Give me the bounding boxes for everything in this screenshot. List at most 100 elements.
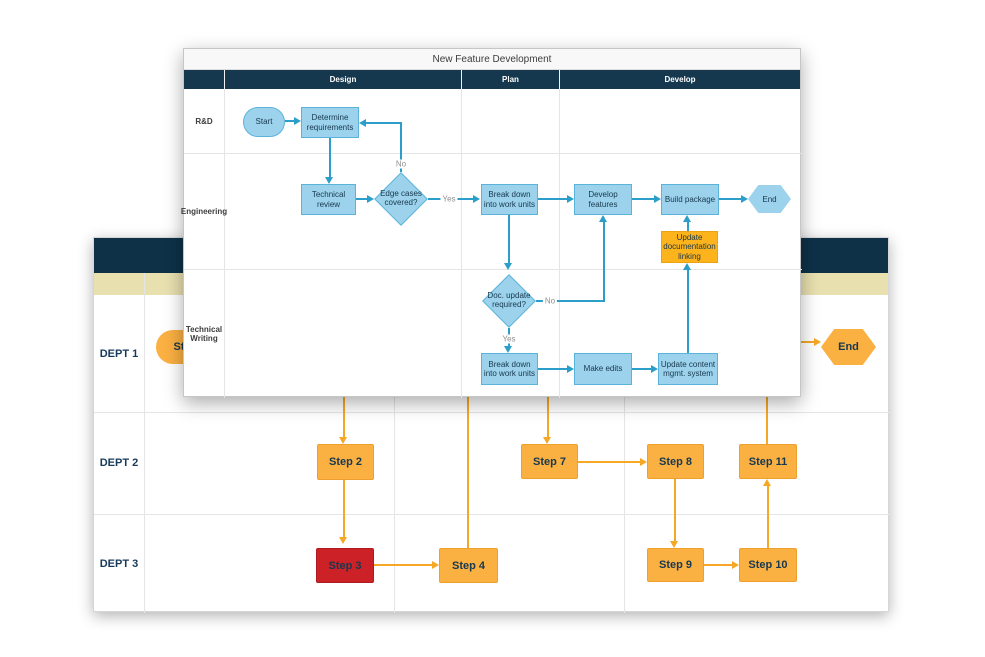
flow-node-determine-requirements[interactable]: Determine requirements <box>301 107 359 138</box>
arrowhead <box>367 194 374 203</box>
connector <box>400 123 402 172</box>
connector <box>538 368 567 370</box>
flow-node-technical-review[interactable]: Technical review <box>301 184 356 215</box>
flow-node-step2[interactable]: Step 2 <box>317 444 374 480</box>
flow-node-step11[interactable]: Step 11 <box>739 444 797 479</box>
flow-node-step9[interactable]: Step 9 <box>647 548 704 582</box>
gridline <box>224 89 225 398</box>
flow-node-step8[interactable]: Step 8 <box>647 444 704 479</box>
connector <box>603 222 605 302</box>
arrowhead <box>732 560 739 569</box>
flow-node-start[interactable]: Start <box>243 107 285 137</box>
arrowhead <box>683 215 691 222</box>
arrowhead <box>741 194 748 203</box>
arrowhead <box>567 364 574 373</box>
arrowhead <box>654 194 661 203</box>
arrowhead <box>432 560 439 569</box>
flow-node-update-doc-linking[interactable]: Update documentation linking <box>661 231 718 263</box>
gridline <box>94 514 890 515</box>
arrowhead <box>504 263 512 270</box>
flow-node-step10[interactable]: Step 10 <box>739 548 797 582</box>
gridline <box>144 273 145 613</box>
foreground-flowchart: New Feature Development Design Plan Deve… <box>180 48 802 398</box>
arrowhead <box>339 437 347 444</box>
connector <box>508 215 510 263</box>
arrowhead <box>339 537 347 544</box>
connector <box>329 138 331 177</box>
arrowhead <box>325 177 333 184</box>
connector <box>766 388 768 444</box>
flow-node-end[interactable]: End <box>821 329 876 365</box>
flow-node-end[interactable]: End <box>748 185 791 213</box>
gridline <box>184 269 802 270</box>
phase-header-spacer <box>184 70 224 89</box>
gridline <box>461 89 462 398</box>
connector <box>578 461 640 463</box>
gridline <box>394 295 395 613</box>
flow-node-doc-update-decision[interactable]: Doc. update required? <box>482 274 536 328</box>
arrowhead <box>670 541 678 548</box>
flow-node-breakdown-tw[interactable]: Break down into work units <box>481 353 538 385</box>
connector <box>767 486 769 548</box>
decision-label-no: No <box>542 296 558 306</box>
decision-label-yes: Yes <box>500 334 518 344</box>
arrowhead <box>640 457 647 466</box>
flow-node-step3[interactable]: Step 3 <box>316 548 374 583</box>
arrowhead <box>543 437 551 444</box>
arrowhead <box>504 346 512 353</box>
lane-label-rnd: R&D <box>195 116 213 126</box>
gridline <box>624 295 625 613</box>
flow-node-build-package[interactable]: Build package <box>661 184 719 215</box>
flow-node-update-cms[interactable]: Update content mgmt. system <box>658 353 718 385</box>
chart-title: New Feature Development <box>184 49 800 70</box>
connector <box>674 479 676 541</box>
arrowhead <box>294 116 301 125</box>
lane-label-dept1: DEPT 1 <box>99 347 139 360</box>
lane-label-dept3: DEPT 3 <box>99 557 139 570</box>
connector <box>374 564 432 566</box>
connector <box>687 270 689 353</box>
phase-header-plan: Plan <box>461 70 559 89</box>
connector <box>538 198 567 200</box>
connector <box>632 368 651 370</box>
gridline <box>559 89 560 398</box>
arrowhead <box>763 479 771 486</box>
connector <box>632 198 654 200</box>
gridline <box>94 412 890 413</box>
connector <box>547 378 549 437</box>
diamond-label: Edge cases covered? <box>380 189 422 207</box>
phase-header-develop: Develop <box>559 70 800 89</box>
phase-header-design: Design <box>224 70 461 89</box>
connector <box>343 480 345 537</box>
diamond-label: Doc. update required? <box>487 291 531 309</box>
connector <box>285 120 294 122</box>
flow-node-breakdown-eng[interactable]: Break down into work units <box>481 184 538 215</box>
connector <box>467 388 469 548</box>
connector <box>343 378 345 437</box>
flow-node-develop-features[interactable]: Develop features <box>574 184 632 215</box>
flow-node-make-edits[interactable]: Make edits <box>574 353 632 385</box>
arrowhead <box>473 194 480 203</box>
connector <box>687 222 689 231</box>
connector <box>536 300 604 302</box>
flow-node-edge-cases-decision[interactable]: Edge cases covered? <box>374 172 428 226</box>
arrowhead <box>651 364 658 373</box>
connector <box>719 198 741 200</box>
flow-node-step4[interactable]: Step 4 <box>439 548 498 583</box>
arrowhead <box>683 263 691 270</box>
flow-node-step7[interactable]: Step 7 <box>521 444 578 479</box>
lane-label-engineering: Engineering <box>180 206 228 216</box>
decision-label-yes: Yes <box>440 194 458 204</box>
lane-label-dept2: DEPT 2 <box>99 457 139 469</box>
arrowhead <box>567 194 574 203</box>
arrowhead <box>814 337 821 346</box>
decision-label-no: No <box>393 159 409 169</box>
arrowhead <box>599 215 607 222</box>
gridline <box>184 153 802 154</box>
lane-label-technical-writing: Technical Writing <box>185 324 223 343</box>
phase-header-row: Design Plan Develop <box>184 70 800 89</box>
connector <box>704 564 732 566</box>
arrowhead <box>359 118 366 127</box>
connector <box>794 341 814 343</box>
